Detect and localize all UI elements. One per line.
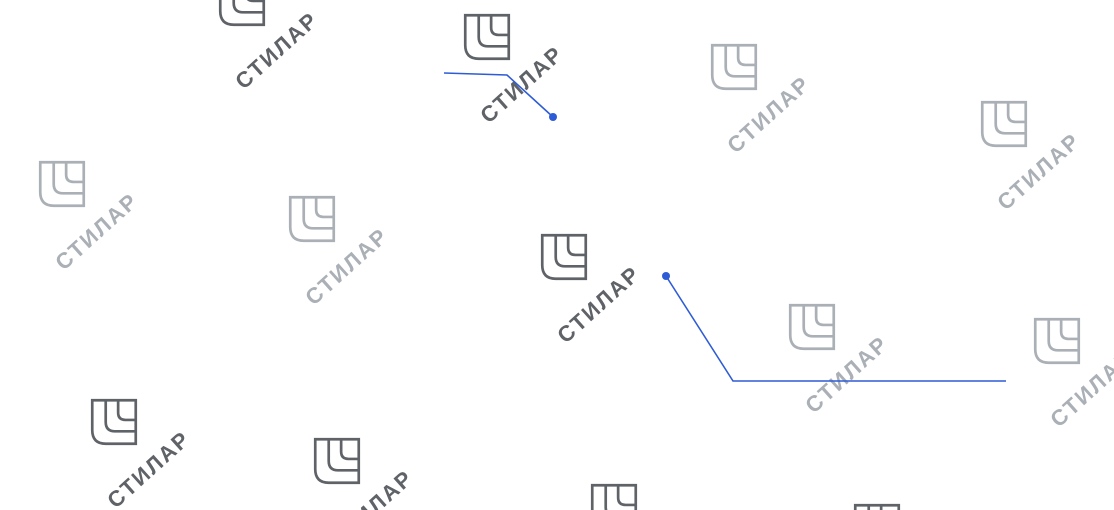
line-endpoint-handle[interactable] <box>549 113 557 121</box>
line-endpoint-handle[interactable] <box>662 272 670 280</box>
leader-line <box>665 275 1006 382</box>
leader-line <box>443 72 554 118</box>
